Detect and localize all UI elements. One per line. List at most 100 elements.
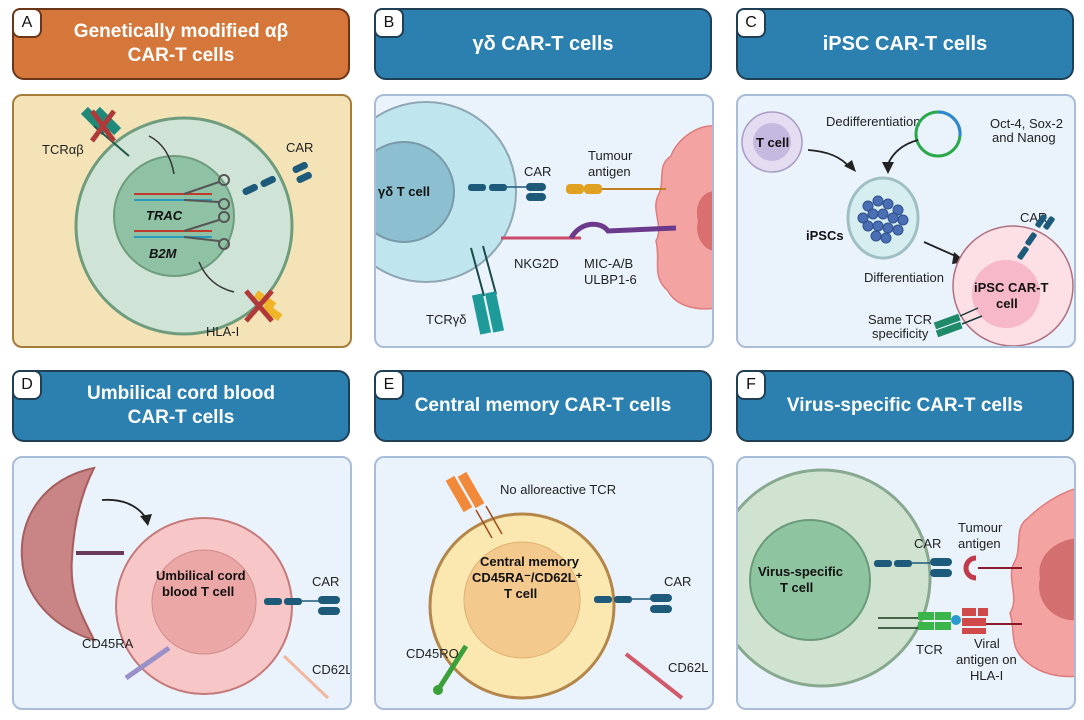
panel-f-header: F Virus-specific CAR-T cells (736, 370, 1074, 442)
arrow-head (844, 160, 856, 172)
panel-b-header: B γδ CAR-T cells (374, 8, 712, 80)
cross-mark-icon (89, 109, 117, 143)
ipscs-label: iPSCs (806, 228, 844, 243)
tcr-label: specificity (872, 326, 929, 341)
panel-f-illustration: Virus-specific T cell CAR Tumour antigen (736, 456, 1076, 710)
tcr-label: No alloreactive TCR (500, 482, 616, 497)
viral-label: Viral (974, 636, 1000, 651)
car-label: CAR (524, 164, 551, 179)
ipsc-colony (857, 195, 909, 244)
car-label: CAR (664, 574, 691, 589)
tcr-label: TCRαβ (42, 142, 84, 157)
title-line: CAR-T cells (127, 45, 235, 66)
title-line: CAR-T cells (127, 407, 235, 428)
cell-label: Umbilical cord (156, 568, 246, 583)
mic-label: ULBP1-6 (584, 272, 637, 287)
panel-a-illustration: TRAC B2M TCRαβ CAR (12, 94, 352, 348)
tumour-antigen (566, 184, 666, 194)
arrow-icon (148, 135, 175, 175)
tcr-receptor (933, 307, 983, 338)
cell-label: Virus-specific (758, 564, 843, 579)
car-receptor (264, 596, 340, 615)
nkg2d-label: NKG2D (514, 256, 559, 271)
car-receptor (468, 183, 546, 201)
car-receptor (594, 594, 672, 613)
tcell-label: T cell (756, 135, 789, 150)
tcr-label: TCR (916, 642, 943, 657)
panel-title: Central memory CAR-T cells (414, 395, 672, 416)
panel-title: γδ CAR-T cells (472, 33, 614, 55)
dna-b2m (134, 230, 212, 238)
panel-title: Virus-specific CAR-T cells (786, 395, 1024, 416)
nucleus (749, 519, 871, 641)
hla-label: HLA-I (206, 324, 239, 339)
factors-label: Oct-4, Sox-2 (990, 116, 1063, 131)
panel-b-illustration: γδ T cell CAR Tumour antigen NKG2D MIC-A… (374, 94, 714, 348)
nucleus (151, 549, 257, 655)
gene-label-trac: TRAC (146, 208, 183, 223)
cell-label: CD45RA⁻/CD62L⁺ (472, 570, 583, 585)
antigen-label: Tumour (588, 148, 633, 163)
panel-letter: A (12, 8, 42, 38)
panel-letter: E (374, 370, 404, 400)
cell-label: Central memory (480, 554, 580, 569)
panel-e-illustration: Central memory CD45RA⁻/CD62L⁺ T cell No … (374, 456, 714, 710)
nucleus (972, 260, 1040, 328)
cell-label: iPSC CAR-T (974, 280, 1048, 295)
cd62l-label: CD62L (312, 662, 352, 677)
car-label: CAR (286, 140, 313, 155)
car-receptor (242, 161, 312, 196)
panel-c-illustration: T cell Dedifferentiation Oct-4, Sox-2 an… (736, 94, 1076, 348)
title-line: Umbilical cord blood (87, 383, 275, 404)
antigen-label: Tumour (958, 520, 1003, 535)
plasmid-segment (937, 110, 962, 137)
arrow-icon (807, 149, 851, 169)
tumour-nucleus (697, 191, 712, 251)
dediff-label: Dedifferentiation (826, 114, 920, 129)
cd45ro-marker (435, 644, 469, 692)
diagram-b: γδ T cell CAR Tumour antigen NKG2D MIC-A… (376, 101, 712, 335)
car-receptor (1017, 214, 1055, 260)
arrow-head (882, 162, 894, 174)
arrow-icon (198, 261, 235, 293)
diagram-a: TRAC B2M TCRαβ CAR (42, 106, 313, 339)
panel-letter: D (12, 370, 42, 400)
diff-label: Differentiation (864, 270, 944, 285)
panel-e-header: E Central memory CAR-T cells (374, 370, 712, 442)
panel-d-illustration: Umbilical cord blood T cell CAR CD45RA C… (12, 456, 352, 710)
tcr-label: Same TCR (868, 312, 932, 327)
cell-label: blood T cell (162, 584, 234, 599)
panel-c-header: C iPSC CAR-T cells (736, 8, 1074, 80)
car-label: CAR (914, 536, 941, 551)
diagram-f: Virus-specific T cell CAR Tumour antigen (738, 468, 1074, 688)
panel-letter: B (374, 8, 404, 38)
car-receptor (874, 558, 952, 577)
scissors-icon (183, 174, 230, 210)
tcr-receptor (445, 471, 503, 539)
viral-peptide (951, 615, 961, 625)
gene-label-b2m: B2M (149, 246, 178, 261)
cd45ra-marker (124, 645, 171, 681)
arrow-icon (101, 498, 147, 519)
nucleus (113, 155, 235, 277)
panel-letter: C (736, 8, 766, 38)
cd45ro-marker-tip (433, 685, 443, 695)
antigen-label: antigen (958, 536, 1001, 551)
cd62l-marker (624, 652, 684, 700)
antigen-label: antigen (588, 164, 631, 179)
cell-label: T cell (504, 586, 537, 601)
nucleus (463, 541, 581, 659)
diagram-e: Central memory CD45RA⁻/CD62L⁺ T cell No … (406, 471, 708, 700)
cell-label: cell (996, 296, 1018, 311)
panel-letter: F (736, 370, 766, 400)
arrow-icon (887, 139, 919, 165)
cell-label: γδ T cell (378, 184, 430, 199)
panel-title: iPSC CAR-T cells (822, 33, 988, 55)
viral-label: HLA-I (970, 668, 1003, 683)
nucleus (753, 123, 791, 161)
cd45ro-label: CD45RO (406, 646, 459, 661)
diagram-d: Umbilical cord blood T cell CAR CD45RA C… (20, 466, 352, 700)
mic-label: MIC-A/B (584, 256, 633, 271)
